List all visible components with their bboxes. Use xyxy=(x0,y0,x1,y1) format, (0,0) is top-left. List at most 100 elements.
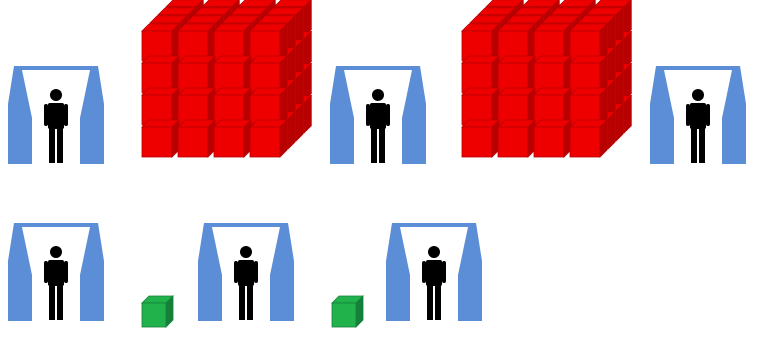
red-cube xyxy=(178,24,215,61)
red-cube xyxy=(214,24,251,61)
red-cube xyxy=(142,88,179,125)
cube-side xyxy=(600,24,607,61)
worker-head xyxy=(50,246,62,258)
red-cube xyxy=(250,120,287,157)
worker-right-arm xyxy=(64,261,68,283)
cube-front xyxy=(178,127,208,157)
worker-head xyxy=(692,89,704,101)
cube-front xyxy=(142,303,166,327)
cube-front xyxy=(332,303,356,327)
cube-side xyxy=(624,0,631,37)
red-cube xyxy=(462,88,499,125)
batch-flow-row-red-cube-stack-icon-2 xyxy=(462,0,631,157)
single-piece-flow-row-station-3 xyxy=(386,223,482,321)
worker-left-arm xyxy=(44,261,48,283)
green-cube xyxy=(332,296,363,327)
worker-left-leg xyxy=(239,284,245,320)
cube-side xyxy=(600,120,607,157)
worker-right-arm xyxy=(706,104,710,126)
worker-right-arm xyxy=(442,261,446,283)
worker-torso xyxy=(370,103,386,129)
cube-side xyxy=(296,104,303,141)
cube-front xyxy=(570,127,600,157)
red-cube xyxy=(142,56,179,93)
red-cube xyxy=(462,120,499,157)
cube-front xyxy=(250,127,280,157)
cube-side xyxy=(600,88,607,125)
worker-torso xyxy=(690,103,706,129)
worker-torso xyxy=(238,260,254,286)
worker-torso xyxy=(48,103,64,129)
worker-left-arm xyxy=(44,104,48,126)
cube-side xyxy=(624,64,631,101)
worker-torso xyxy=(48,260,64,286)
cube-side xyxy=(600,56,607,93)
red-cube xyxy=(534,56,571,93)
batch-flow-row-station-3 xyxy=(650,66,746,164)
cube-side xyxy=(304,96,311,133)
cube-side xyxy=(616,104,623,141)
red-cube xyxy=(498,120,535,157)
worker-left-arm xyxy=(366,104,370,126)
cube-front xyxy=(462,127,492,157)
cube-side xyxy=(280,120,287,157)
cube-side xyxy=(280,24,287,61)
cube-side xyxy=(624,32,631,69)
red-cube xyxy=(462,24,499,61)
cube-side xyxy=(288,16,295,53)
worker-right-leg xyxy=(247,284,253,320)
cube-side xyxy=(280,88,287,125)
red-cube xyxy=(570,24,607,61)
cube-side xyxy=(296,72,303,109)
worker-head xyxy=(372,89,384,101)
cube-side xyxy=(296,8,303,45)
cube-side xyxy=(304,64,311,101)
batch-flow-row-station-2 xyxy=(330,66,426,164)
worker-right-leg xyxy=(379,127,385,163)
worker-left-arm xyxy=(686,104,690,126)
worker-head xyxy=(50,89,62,101)
red-cube xyxy=(142,24,179,61)
red-cube xyxy=(214,120,251,157)
cube-side xyxy=(616,40,623,77)
cube-side xyxy=(288,48,295,85)
cube-side xyxy=(608,80,615,117)
cube-side xyxy=(624,96,631,133)
worker-right-leg xyxy=(699,127,705,163)
red-cube xyxy=(178,56,215,93)
cube-side xyxy=(608,48,615,85)
red-cube xyxy=(250,24,287,61)
red-cube xyxy=(534,24,571,61)
worker-left-arm xyxy=(422,261,426,283)
red-cube xyxy=(570,88,607,125)
cube-front xyxy=(534,127,564,157)
cube-front xyxy=(214,127,244,157)
cube-side xyxy=(280,56,287,93)
worker-right-leg xyxy=(435,284,441,320)
red-cube xyxy=(178,120,215,157)
green-cube xyxy=(142,296,173,327)
single-piece-flow-row-station-1 xyxy=(8,223,104,321)
worker-left-leg xyxy=(49,127,55,163)
red-cube xyxy=(250,88,287,125)
red-cube xyxy=(570,120,607,157)
cube-side xyxy=(608,112,615,149)
red-cube xyxy=(142,120,179,157)
red-cube xyxy=(534,88,571,125)
cube-side xyxy=(288,80,295,117)
single-piece-flow-row-station-2 xyxy=(198,223,294,321)
red-cube xyxy=(462,56,499,93)
red-cube xyxy=(534,120,571,157)
worker-right-arm xyxy=(64,104,68,126)
red-cube xyxy=(570,56,607,93)
red-cube xyxy=(214,56,251,93)
cube-side xyxy=(296,40,303,77)
worker-right-arm xyxy=(386,104,390,126)
worker-left-leg xyxy=(691,127,697,163)
red-cube xyxy=(214,88,251,125)
cube-front xyxy=(498,127,528,157)
worker-left-leg xyxy=(49,284,55,320)
worker-head xyxy=(428,246,440,258)
red-cube xyxy=(178,88,215,125)
